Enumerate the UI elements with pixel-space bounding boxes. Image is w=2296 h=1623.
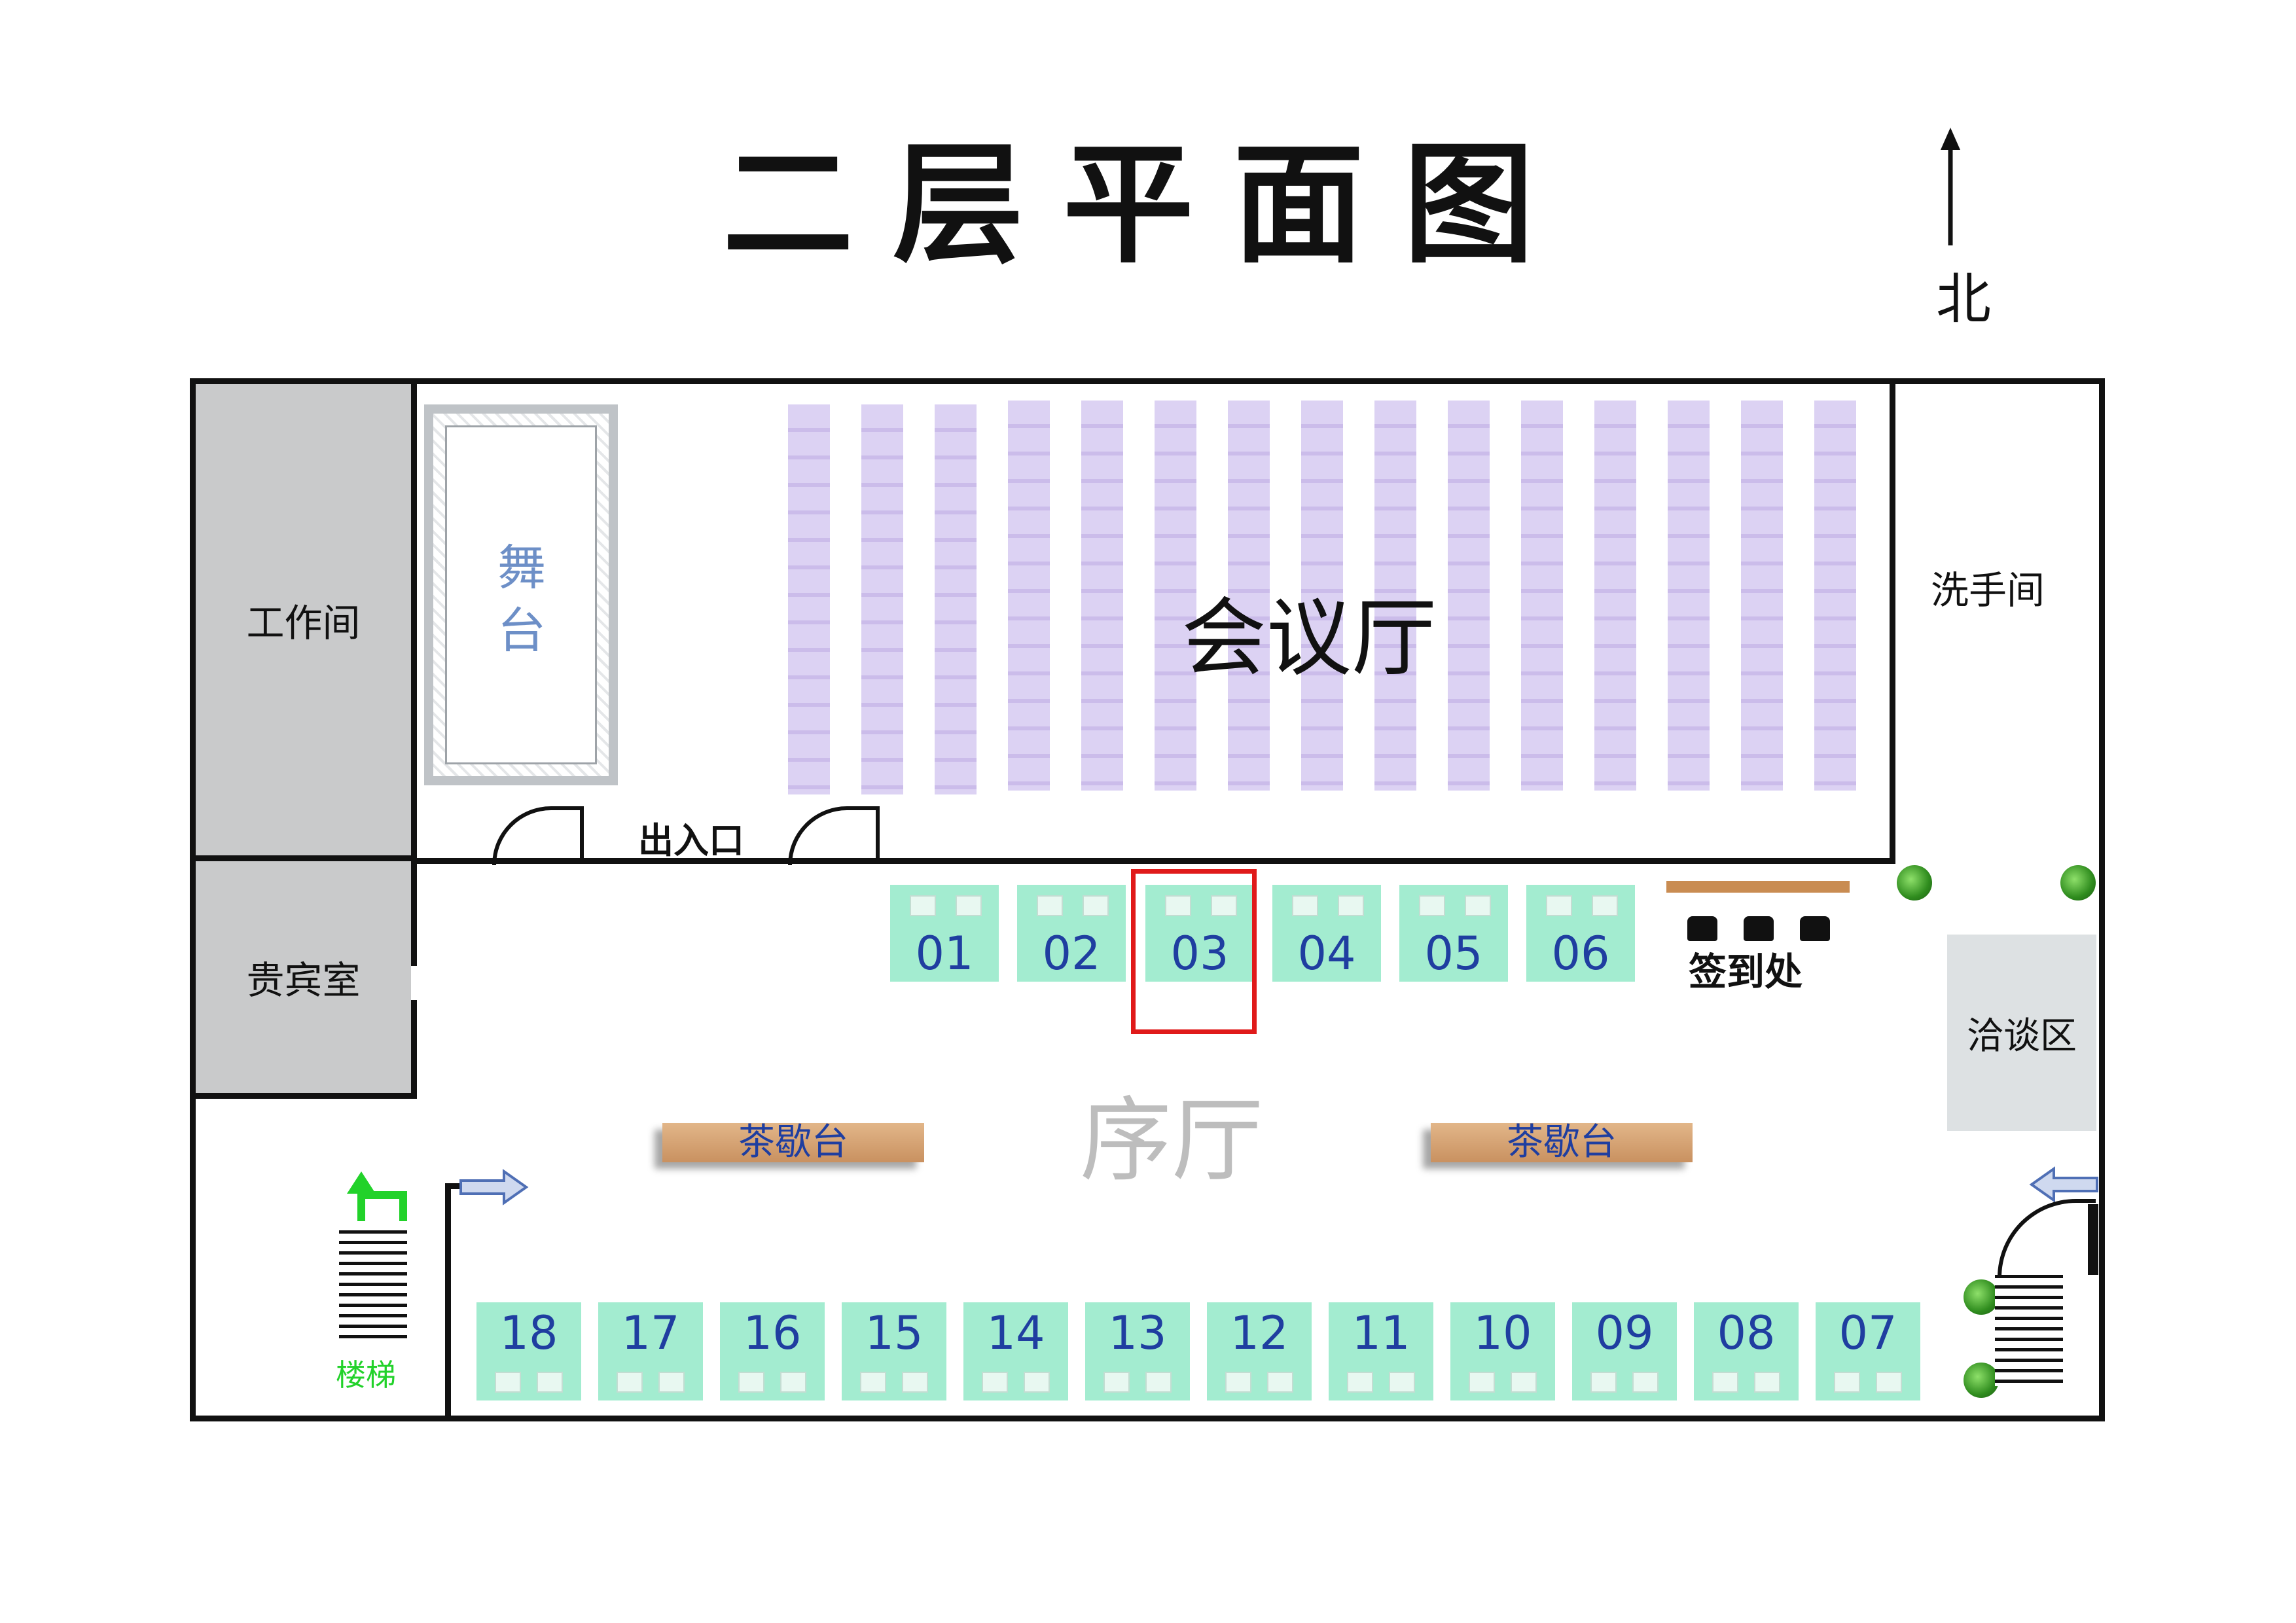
highlight-booth-03 — [1131, 869, 1257, 1034]
booth-number: 16 — [743, 1306, 802, 1360]
booth-05[interactable]: 05 — [1399, 885, 1508, 982]
booth-number: 06 — [1551, 927, 1610, 980]
tea-counter-label: 茶歇台 — [738, 1121, 848, 1164]
seat-row — [788, 404, 830, 794]
booth-number: 12 — [1230, 1306, 1289, 1360]
tea-counter[interactable]: 茶歇台 — [1431, 1123, 1693, 1162]
vip-room[interactable]: 贵宾室 — [196, 861, 411, 1093]
workroom[interactable]: 工作间 — [196, 384, 411, 855]
booth-17[interactable]: 17 — [598, 1302, 703, 1400]
booth-07[interactable]: 07 — [1816, 1302, 1920, 1400]
plant-icon — [1964, 1363, 1999, 1398]
booth-number: 03 — [1170, 927, 1229, 980]
plant-icon — [1964, 1279, 1999, 1315]
booth-number: 01 — [915, 927, 974, 980]
stairs-label: 楼梯 — [336, 1357, 396, 1393]
north-arrow-icon — [1941, 128, 1960, 245]
booth-02[interactable]: 02 — [1017, 885, 1126, 982]
seat-row — [1301, 401, 1343, 791]
plant-icon — [2060, 865, 2096, 901]
booth-06[interactable]: 06 — [1526, 885, 1635, 982]
chair-icon — [1800, 916, 1830, 941]
door-frame — [580, 806, 584, 864]
booth-03[interactable]: 03 — [1145, 885, 1254, 982]
stairs-right[interactable] — [1995, 1275, 2063, 1386]
booth-01[interactable]: 01 — [890, 885, 999, 982]
seat-row — [1594, 401, 1636, 791]
door-frame — [2088, 1204, 2098, 1275]
negotiation-area[interactable]: 洽谈区 — [1947, 935, 2096, 1131]
stair-partition-wall — [445, 1183, 451, 1421]
booth-number: 09 — [1595, 1306, 1654, 1360]
booth-number: 14 — [986, 1306, 1045, 1360]
booth-04[interactable]: 04 — [1272, 885, 1381, 982]
booth-10[interactable]: 10 — [1450, 1302, 1555, 1400]
floor-plan-title: 二层平面图 — [722, 128, 1573, 281]
booth-number: 10 — [1473, 1306, 1532, 1360]
seat-row — [1155, 401, 1196, 791]
booth-number: 13 — [1108, 1306, 1167, 1360]
booth-number: 17 — [621, 1306, 680, 1360]
seat-row — [1374, 401, 1416, 791]
seat-row — [935, 404, 977, 794]
seat-row — [1448, 401, 1490, 791]
booth-15[interactable]: 15 — [842, 1302, 946, 1400]
divider-wall — [190, 855, 417, 861]
booth-number: 02 — [1042, 927, 1101, 980]
seat-row — [1668, 401, 1710, 791]
seat-row — [1228, 401, 1270, 791]
seat-row — [1814, 401, 1856, 791]
north-label: 北 — [1935, 267, 1991, 331]
booth-number: 07 — [1839, 1306, 1897, 1360]
chair-icon — [1744, 916, 1774, 941]
chair-icon — [1687, 916, 1717, 941]
checkin-label: 签到处 — [1689, 950, 1803, 994]
booth-09[interactable]: 09 — [1572, 1302, 1677, 1400]
booth-11[interactable]: 11 — [1329, 1302, 1433, 1400]
divider-wall — [190, 1093, 417, 1099]
stairs-left[interactable] — [339, 1230, 407, 1342]
booth-18[interactable]: 18 — [476, 1302, 581, 1400]
stage[interactable] — [424, 404, 618, 785]
booth-13[interactable]: 13 — [1085, 1302, 1190, 1400]
booth-number: 18 — [499, 1306, 558, 1360]
seat-row — [1741, 401, 1783, 791]
seat-row — [1081, 401, 1123, 791]
vip-room-wall — [411, 1000, 417, 1098]
booth-14[interactable]: 14 — [963, 1302, 1068, 1400]
tea-counter[interactable]: 茶歇台 — [662, 1123, 924, 1162]
booth-number: 05 — [1424, 927, 1483, 980]
plant-icon — [1897, 865, 1932, 901]
booth-08[interactable]: 08 — [1694, 1302, 1799, 1400]
left-arrow-icon — [2029, 1166, 2098, 1203]
exit-label: 出入口 — [638, 820, 744, 861]
seat-row — [1521, 401, 1563, 791]
vip-room-label: 贵宾室 — [246, 958, 361, 1003]
checkin-desk — [1666, 881, 1850, 893]
seat-row — [861, 404, 903, 794]
tea-counter-label: 茶歇台 — [1507, 1121, 1617, 1164]
turn-up-arrow-icon — [347, 1171, 407, 1221]
booth-16[interactable]: 16 — [720, 1302, 825, 1400]
restroom-wall — [1890, 378, 1895, 864]
seat-row — [1008, 401, 1050, 791]
stair-partition-wall — [445, 1183, 471, 1189]
foyer-label: 序厅 — [1079, 1088, 1263, 1194]
restroom-label: 洗手间 — [1931, 568, 2045, 613]
booth-number: 08 — [1717, 1306, 1776, 1360]
booth-number: 15 — [865, 1306, 924, 1360]
workroom-label: 工作间 — [246, 601, 361, 645]
booth-number: 11 — [1352, 1306, 1410, 1360]
vip-room-wall — [411, 861, 417, 966]
booth-12[interactable]: 12 — [1207, 1302, 1312, 1400]
booth-number: 04 — [1297, 927, 1356, 980]
conference-hall-label: 会议厅 — [1181, 588, 1437, 688]
door-frame — [876, 806, 880, 864]
stage-label: 舞台 — [497, 540, 546, 659]
negotiation-label: 洽谈区 — [1967, 1014, 2077, 1058]
right-arrow-icon — [459, 1169, 529, 1205]
